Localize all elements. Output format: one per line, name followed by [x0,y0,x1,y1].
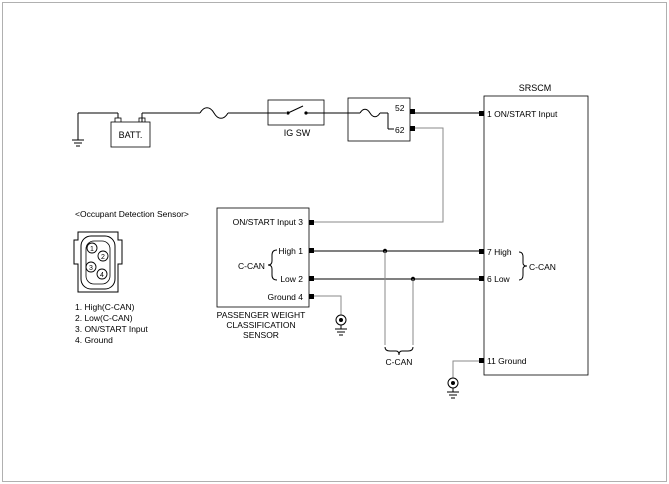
legend-item-3: 3. ON/START Input [75,324,148,334]
relay-terminal-52 [410,109,415,114]
legend-item-2: 2. Low(C-CAN) [75,313,133,323]
pwcs-module: ON/START Input 3 High 1 Low 2 Ground 4 C… [216,207,314,340]
occupant-sensor-title: <Occupant Detection Sensor> [75,209,189,219]
srscm-terminal-11 [479,358,484,363]
connector-pin-3-label: 3 [89,265,93,272]
connector-pin-1 [86,242,98,254]
ccan-bottom-label: C-CAN [386,357,413,367]
legend-item-1: 1. High(C-CAN) [75,302,135,312]
srscm-terminal-6 [479,276,484,281]
pwcs-ccan-brace [267,249,278,281]
srscm-terminal-1 [479,111,484,116]
srscm-pin-11-label: 11 Ground [487,356,527,366]
occupant-sensor-connector: 1 2 3 4 [73,231,123,293]
connector-pin-1-label: 1 [90,246,94,253]
connector-pin-4-label: 4 [100,272,104,279]
pwcs-name-line3: SENSOR [243,330,279,340]
srscm-ccan-brace [518,251,528,281]
main-supply-wire [141,107,268,122]
srscm-label: SRSCM [519,83,552,93]
battery-ground-wire [72,112,119,147]
ccan-bottom-brace [384,346,414,356]
srscm-terminal-7 [479,249,484,254]
ccan-wires: C-CAN [314,248,479,367]
srscm-ground [447,360,479,399]
connector-pin-2 [97,250,109,262]
pwcs-high-label: High 1 [278,246,303,256]
pwcs-ground-label: Ground 4 [268,292,304,302]
pwcs-terminal-2 [309,276,314,281]
pwcs-ccan-label: C-CAN [238,261,265,271]
battery-label: BATT. [119,130,143,140]
pwcs-terminal-4 [309,294,314,299]
relay-to-pwcs-wire [314,127,444,223]
battery: BATT. [110,117,151,148]
srscm-pin-1-label: 1 ON/START Input [487,109,558,119]
connector-pin-4 [96,268,108,280]
connector-pin-3 [85,261,97,273]
ig-switch-label: IG SW [284,128,311,138]
pwcs-low-label: Low 2 [280,274,303,284]
relay-pin-62-label: 62 [395,125,405,135]
connector-pin-2-label: 2 [101,254,105,261]
relay-box: 52 62 [347,97,415,142]
relay-terminal-62 [410,126,415,131]
srscm-pin-7-label: 7 High [487,247,512,257]
pwcs-terminal-3 [309,220,314,225]
pwcs-terminal-1 [309,248,314,253]
pwcs-name-line1: PASSENGER WEIGHT [217,310,306,320]
relay-pin-52-label: 52 [395,103,405,113]
legend-item-4: 4. Ground [75,335,113,345]
pwcs-name-line2: CLASSIFICATION [226,320,295,330]
srscm-module: SRSCM 1 ON/START Input 7 High 6 Low 11 G… [479,83,589,376]
pwcs-ground [314,295,347,336]
ig-switch: IG SW [267,99,325,138]
pwcs-on-start-label: ON/START Input 3 [233,217,304,227]
srscm-ccan-label: C-CAN [529,262,556,272]
srscm-pin-6-label: 6 Low [487,274,511,284]
pin-legend: 1. High(C-CAN) 2. Low(C-CAN) 3. ON/START… [75,302,148,345]
fuse-symbol [199,107,229,119]
